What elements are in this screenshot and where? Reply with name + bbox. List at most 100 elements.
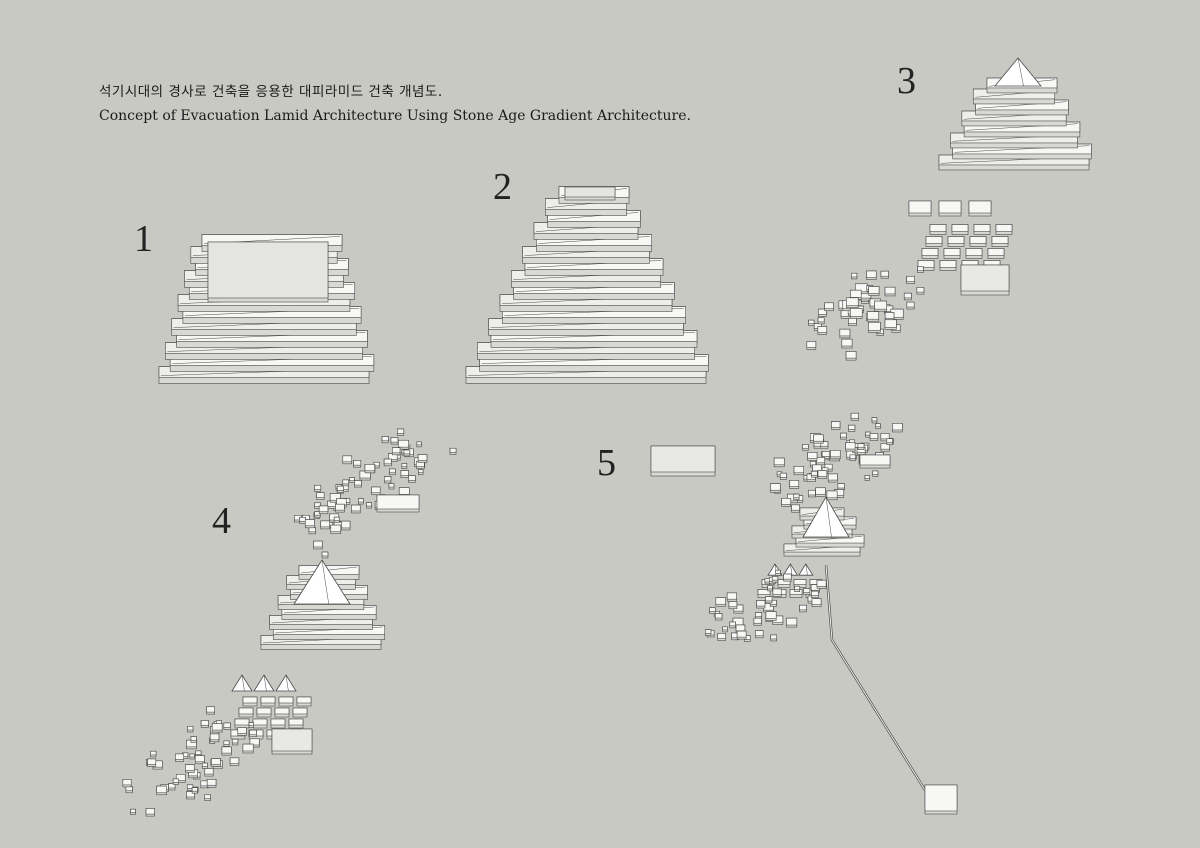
m4a-house — [416, 441, 422, 446]
m4a-house — [381, 436, 389, 442]
m3-house — [850, 289, 862, 298]
m4b-house — [175, 774, 186, 781]
m4-block-building — [270, 718, 286, 726]
m5a-house — [865, 431, 871, 436]
m3-block-building — [939, 260, 957, 268]
stage-4-model — [122, 428, 457, 817]
caption-english: Concept of Evacuation Lamid Architecture… — [99, 108, 691, 124]
m3-house — [868, 286, 880, 294]
m5a-house — [816, 457, 825, 464]
m3-house — [817, 317, 825, 323]
m3-house — [884, 319, 897, 328]
m5a-house — [815, 487, 826, 495]
m5a-house — [840, 432, 847, 438]
m4a-house — [400, 470, 409, 476]
stage-1-model — [158, 234, 375, 384]
m4b-house — [211, 758, 221, 765]
m3-house — [866, 270, 877, 278]
m5-small-pyramid — [798, 563, 814, 576]
m4a-house — [408, 475, 416, 481]
m4a-house — [336, 485, 344, 491]
m4b-house — [175, 753, 184, 760]
m5a-house — [886, 438, 893, 443]
m5a-house — [875, 423, 881, 428]
m3-house — [808, 319, 815, 325]
m4b-house — [185, 764, 195, 771]
m5a-house — [820, 441, 829, 447]
m4b-house — [195, 750, 202, 755]
m3-house — [845, 351, 857, 359]
m5-block-building — [757, 589, 771, 595]
m5b-house — [736, 630, 747, 638]
m5a-house — [892, 423, 903, 431]
m4b-house — [186, 791, 195, 798]
m4a-house — [314, 484, 322, 490]
m5a-house — [872, 470, 879, 475]
m5b-house — [729, 621, 736, 627]
m5b-house — [794, 585, 801, 590]
m5-pyramid — [802, 496, 850, 538]
m4-small-pyramid — [275, 674, 297, 692]
m4a-house — [354, 480, 362, 486]
m3-house — [817, 326, 828, 333]
m5b-house — [771, 576, 779, 581]
m5a-house — [824, 463, 833, 470]
m4-block-building — [296, 696, 312, 704]
m5a-house — [779, 472, 787, 478]
m5a-house — [802, 444, 809, 449]
m4a-house — [389, 468, 396, 474]
m5b-house — [722, 626, 728, 631]
m4-pyramid-edge — [321, 559, 329, 605]
m4a-house — [349, 477, 355, 481]
m5b-house — [816, 579, 827, 587]
m4a-house — [418, 469, 424, 473]
m5b-house — [735, 624, 746, 632]
m4-block-building — [260, 696, 276, 704]
m5b-house — [767, 585, 773, 590]
m4b-house — [223, 740, 230, 745]
m5b-house — [705, 629, 712, 634]
m3-block-building — [947, 236, 965, 244]
m4a-house — [371, 486, 381, 494]
m3-block-building — [987, 248, 1005, 256]
m3-house — [846, 297, 859, 307]
m5b-house — [811, 590, 819, 597]
m3-house — [868, 322, 881, 331]
m5-small-pyramid-edge — [790, 563, 793, 576]
m4-block-building — [242, 696, 258, 704]
m4a-house — [318, 505, 329, 513]
m5a-house — [880, 443, 890, 450]
m3-house — [848, 317, 857, 324]
m3-house — [849, 308, 863, 317]
m5-block-building — [793, 579, 807, 585]
m4b-house — [249, 729, 257, 736]
m4b-house — [200, 720, 209, 726]
m5a-house — [773, 457, 785, 466]
m4b-house — [242, 743, 254, 752]
m5a-house — [808, 489, 816, 496]
m5a-house — [821, 451, 830, 457]
stage-2-model — [465, 186, 709, 384]
m5b-house — [799, 604, 807, 611]
m5b-house — [811, 598, 822, 605]
m3-house — [906, 301, 915, 308]
m5b-house — [709, 607, 716, 612]
m3-pyramid-edge — [1017, 57, 1024, 87]
m4-pyramid — [293, 559, 351, 605]
m4b-house — [223, 722, 231, 728]
m5a-house — [770, 483, 781, 491]
m4-hall-b — [271, 728, 313, 752]
m3-top-building — [938, 200, 962, 214]
m4b-house — [237, 727, 247, 734]
m3-house — [903, 292, 912, 299]
m5a-house — [826, 490, 838, 499]
m2-top-plate — [564, 186, 616, 198]
m4-ramp — [300, 566, 358, 574]
stage-number-2: 2 — [493, 166, 512, 208]
m5a-house — [807, 452, 818, 459]
m5a-house — [864, 475, 870, 479]
m4a-house — [314, 502, 321, 507]
m4a-house — [321, 551, 329, 557]
m4a-house — [364, 464, 376, 472]
